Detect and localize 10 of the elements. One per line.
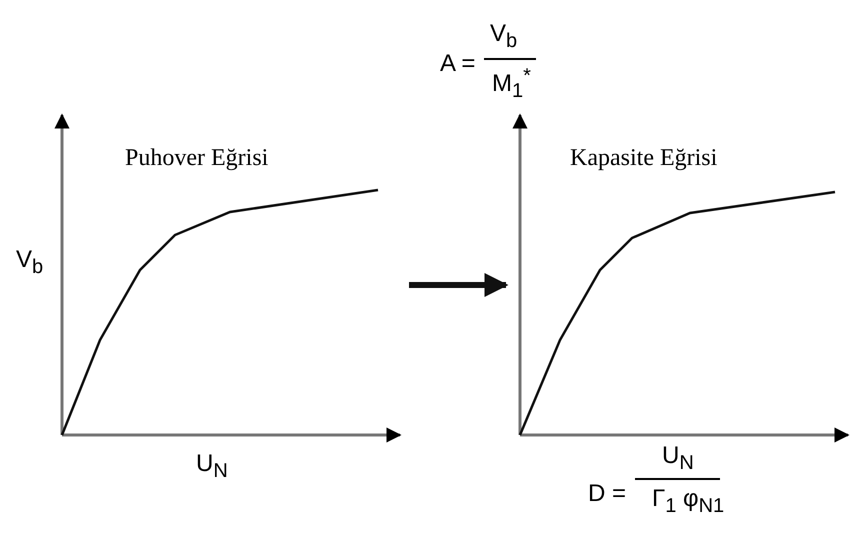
axis-label: U$_{N}$ (196, 452, 228, 481)
formula-text: A = (440, 52, 476, 76)
formula-text: V$_{b}$ (490, 22, 518, 51)
chart-title: Kapasite Eğrisi (570, 145, 718, 172)
formula-text: Γ$_{1}$ φ$_{N1}$ (652, 487, 724, 516)
formula-text: D = (588, 482, 626, 506)
chart-title: Puhover Eğrisi (125, 145, 268, 172)
formula-text: U$_{N}$ (662, 444, 694, 473)
arrow (409, 273, 508, 297)
axis-label: V$_{b}$ (16, 248, 44, 277)
